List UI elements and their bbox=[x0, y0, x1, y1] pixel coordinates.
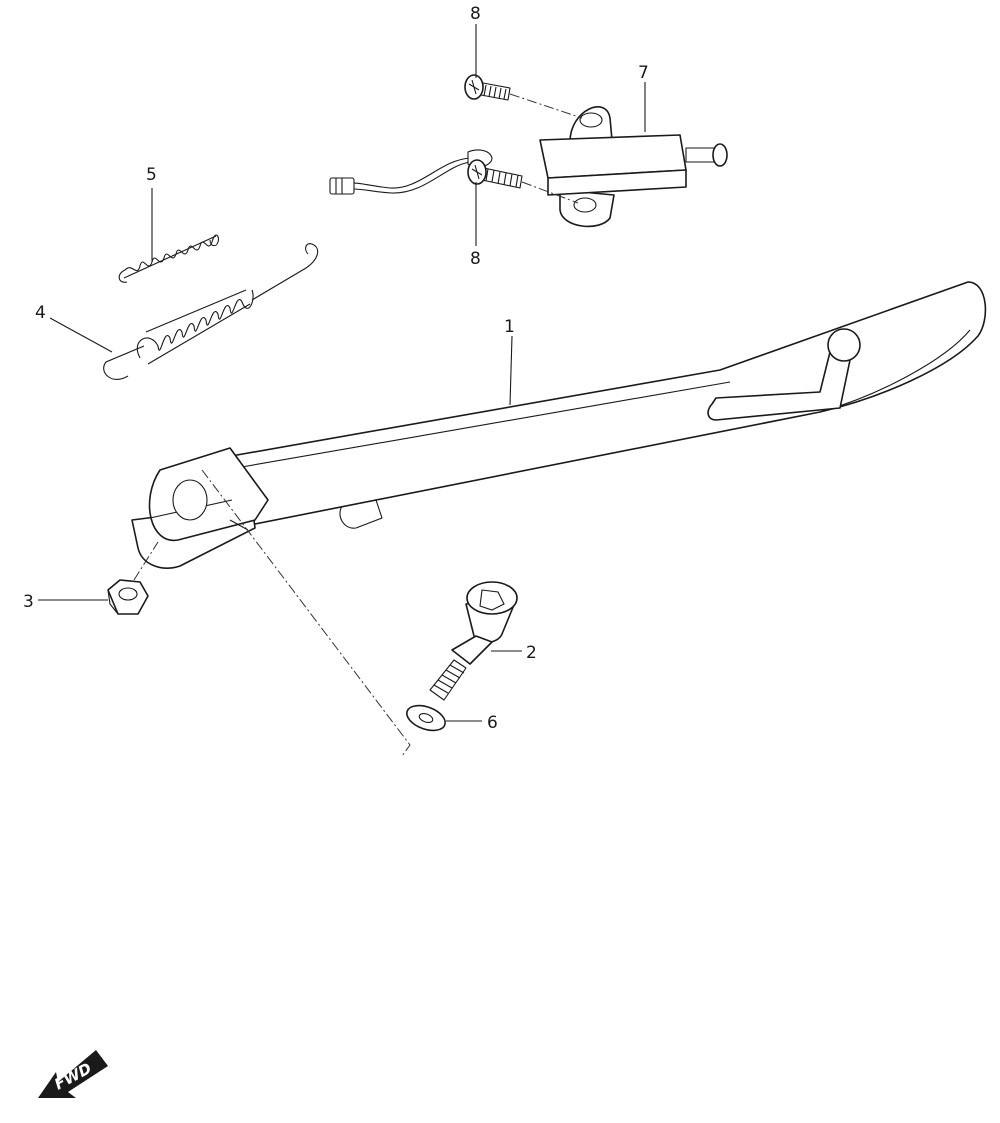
callout-7: 7 bbox=[638, 63, 649, 83]
switch-screw-lower bbox=[467, 159, 523, 189]
pivot-nut bbox=[107, 579, 149, 615]
small-spring bbox=[118, 234, 219, 283]
pivot-bolt bbox=[429, 581, 518, 701]
callout-4: 4 bbox=[35, 303, 46, 323]
large-spring bbox=[103, 243, 319, 380]
fwd-arrow-icon: FWD bbox=[38, 1050, 108, 1098]
side-stand-switch bbox=[329, 106, 728, 228]
callout-2: 2 bbox=[526, 643, 537, 663]
callout-3: 3 bbox=[23, 592, 34, 612]
callout-6: 6 bbox=[487, 713, 498, 733]
switch-screw-upper bbox=[464, 74, 511, 101]
side-stand bbox=[131, 281, 987, 569]
callout-8-upper: 8 bbox=[470, 4, 481, 24]
callout-1: 1 bbox=[504, 317, 515, 337]
callout-5: 5 bbox=[146, 165, 157, 185]
leader-lines bbox=[38, 24, 646, 722]
washer bbox=[406, 704, 446, 732]
callout-8-lower: 8 bbox=[470, 249, 481, 269]
